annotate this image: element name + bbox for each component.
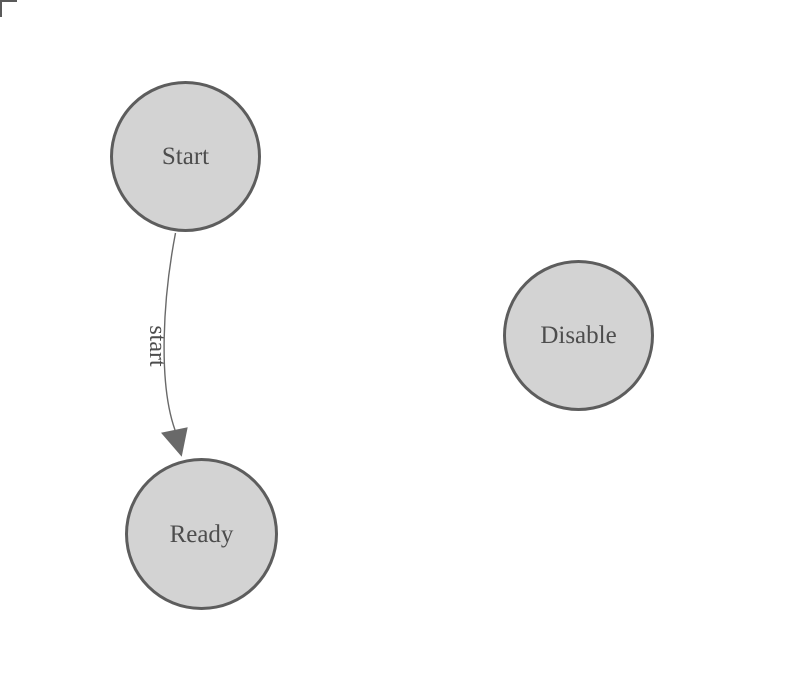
state-node-start[interactable]: Start (110, 81, 261, 232)
transition-label-start[interactable]: start (144, 325, 170, 367)
state-node-label: Start (161, 143, 210, 170)
state-node-ready[interactable]: Ready (125, 458, 278, 610)
canvas-corner-mark (0, 0, 17, 17)
transition-path-start-ready[interactable] (163, 232, 177, 431)
state-node-disable[interactable]: Disable (503, 260, 654, 411)
state-node-label: Disable (540, 322, 617, 349)
state-node-label: Ready (169, 520, 234, 548)
transition-arrowhead (161, 427, 188, 457)
